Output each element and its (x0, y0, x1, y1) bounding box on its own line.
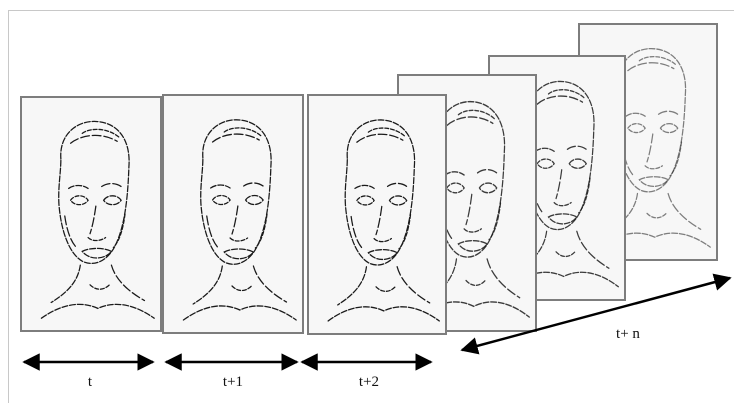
face-edge-line (211, 133, 260, 143)
face-edge-line (488, 202, 502, 241)
face-edge-line (223, 127, 262, 137)
face-edge-line (578, 177, 591, 214)
label-t-plus-n: t+ n (616, 326, 640, 342)
face-edge-line (463, 228, 482, 233)
face-sketch (182, 119, 297, 321)
face-edge-line (457, 239, 489, 252)
face-sketch (40, 120, 155, 319)
face-edge-line (354, 184, 375, 190)
face-edge-line (444, 171, 465, 176)
face-edge-line (210, 184, 231, 189)
face-edge-line (555, 251, 576, 258)
face-edge-line (110, 264, 146, 302)
face-edge-line (457, 109, 496, 120)
face-edge-line (568, 158, 587, 169)
face-edge-line (446, 182, 465, 194)
face-edge-line (231, 285, 253, 292)
face-edge-line (373, 237, 392, 243)
face-edge-line (367, 127, 406, 137)
face-edge-line (646, 212, 667, 219)
face-edge-line (356, 133, 404, 143)
face-edge-line (396, 266, 431, 304)
face-edge-line (337, 266, 368, 306)
face-edge-line (211, 194, 231, 206)
face-edge-line (534, 147, 555, 153)
face-sketch (327, 119, 440, 322)
face-edge-line (69, 195, 89, 206)
face-edge-line (625, 112, 646, 117)
face-edge-line (627, 123, 646, 134)
face-edge-line (112, 213, 126, 249)
face-edge-line (386, 182, 408, 188)
face-edge-line (356, 195, 375, 206)
face-edge-line (58, 120, 130, 265)
face-edge-line (615, 48, 687, 193)
face-edge-line (102, 195, 122, 206)
face-edge-line (40, 303, 155, 319)
face-edge-line (244, 194, 264, 206)
face-edge-line (465, 279, 486, 287)
face-edge-line (398, 213, 412, 250)
face-edge-line (547, 213, 578, 225)
face-edge-line (657, 110, 679, 115)
face-edge-line (231, 205, 239, 235)
face-edge-line (486, 258, 521, 299)
face-edge-line (547, 89, 585, 99)
face-edge-line (89, 284, 111, 290)
face-edge-line (367, 248, 399, 261)
label-t-plus-2: t+2 (358, 374, 380, 390)
face-edge-line (350, 215, 364, 250)
face-edge-line (476, 168, 498, 174)
face-edge-line (646, 133, 654, 163)
face-edge-line (638, 56, 677, 66)
face-edge-line (536, 158, 555, 169)
face-edge-line (638, 176, 670, 188)
face-frame-t-plus-1 (162, 94, 304, 334)
face-edge-line (553, 201, 572, 207)
face-edge-line (200, 119, 272, 265)
face-edge-line (229, 237, 249, 242)
face-edge-line (536, 95, 584, 105)
face-edge-line (576, 230, 610, 269)
face-edge-line (68, 184, 89, 190)
left-rule (8, 10, 9, 403)
label-t-plus-1: t+1 (222, 374, 244, 390)
face-edge-line (446, 116, 494, 127)
face-edge-line (644, 165, 663, 170)
face-edge-line (327, 306, 440, 322)
face-edge-line (344, 119, 416, 266)
face-edge-line (81, 247, 113, 259)
face-edge-line (182, 305, 297, 321)
face-edge-line (627, 62, 675, 72)
face-edge-line (659, 123, 679, 134)
face-edge-line (465, 193, 473, 226)
face-edge-line (667, 192, 702, 230)
face-edge-line (64, 215, 78, 249)
face-edge-line (89, 205, 97, 235)
face-edge-line (69, 134, 118, 144)
face-edge-line (206, 215, 220, 249)
face-edge-line (81, 128, 120, 138)
face-frame-t (20, 96, 162, 332)
face-edge-line (50, 264, 81, 304)
top-rule (8, 10, 734, 11)
face-edge-line (388, 195, 408, 206)
face-edge-line (375, 286, 396, 292)
face-edge-line (478, 182, 498, 194)
face-edge-line (252, 265, 288, 303)
face-edge-line (669, 141, 683, 177)
face-edge-line (375, 205, 383, 236)
face-edge-line (101, 182, 122, 188)
face-edge-line (192, 265, 223, 305)
face-frame-t-plus-2 (307, 94, 447, 335)
face-edge-line (254, 213, 268, 249)
face-edge-line (555, 169, 563, 200)
face-edge-line (243, 182, 264, 187)
face-edge-line (223, 248, 255, 260)
label-t: t (87, 374, 93, 390)
face-edge-line (566, 145, 587, 150)
face-edge-line (87, 236, 107, 242)
